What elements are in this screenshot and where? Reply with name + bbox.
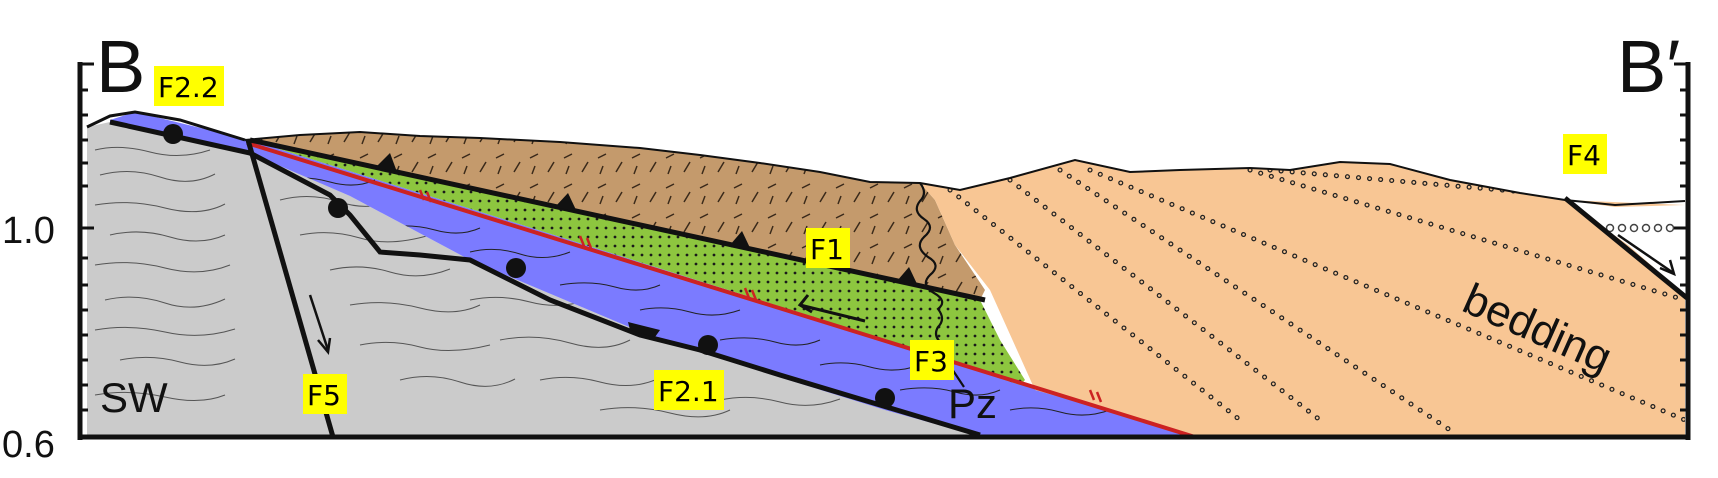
section-start-label: B [96,25,145,108]
f5-slip-arrow [308,294,332,355]
tag-bg-f1 [806,228,850,268]
side-label-sw: SW [100,374,168,421]
tag-bg-f4 [1563,134,1607,174]
f3-ticks [418,189,1103,403]
f4-slip-arrow [1617,233,1676,277]
f2-wedge [628,322,660,337]
tag-bg-f2-2 [154,66,224,106]
f4-hanging-wall-gap [1565,200,1685,295]
fault-tag-f3: F3 [914,345,948,378]
tag-bg-f3 [910,340,954,380]
tick-label-0-6: 0.6 [2,424,55,466]
f4-gap-circles [1605,223,1675,233]
fault-tag-f2-2: F2.2 [158,71,219,104]
fault-tag-f5: F5 [307,379,341,412]
tag-bg-f2-1 [654,370,724,410]
f1-thrust-teeth [375,153,918,286]
topography-line [86,110,246,142]
topography-line-east [244,130,1686,207]
fault-f4-line [1563,196,1689,300]
right-ticks [1674,62,1688,412]
tick-label-1-0: 1.0 [2,210,55,252]
fault-f1-line [249,137,986,303]
fault-tag-f1: F1 [810,233,844,266]
bedding-circles-hollow [920,168,1685,432]
section-end-label: B′ [1617,25,1680,108]
fault-f3-red [246,141,1196,439]
fault-tag-f4: F4 [1567,139,1601,172]
fault-tag-f2-1: F2.1 [658,375,719,408]
fault-f2-base [109,119,981,438]
left-ticks [80,62,94,412]
f1-slip-arrow [797,294,866,323]
orange-unit [920,160,1685,435]
tag-bg-f5 [303,374,347,414]
f2-normal-dots [163,124,895,408]
unit-label-pz: Pz [948,380,997,427]
